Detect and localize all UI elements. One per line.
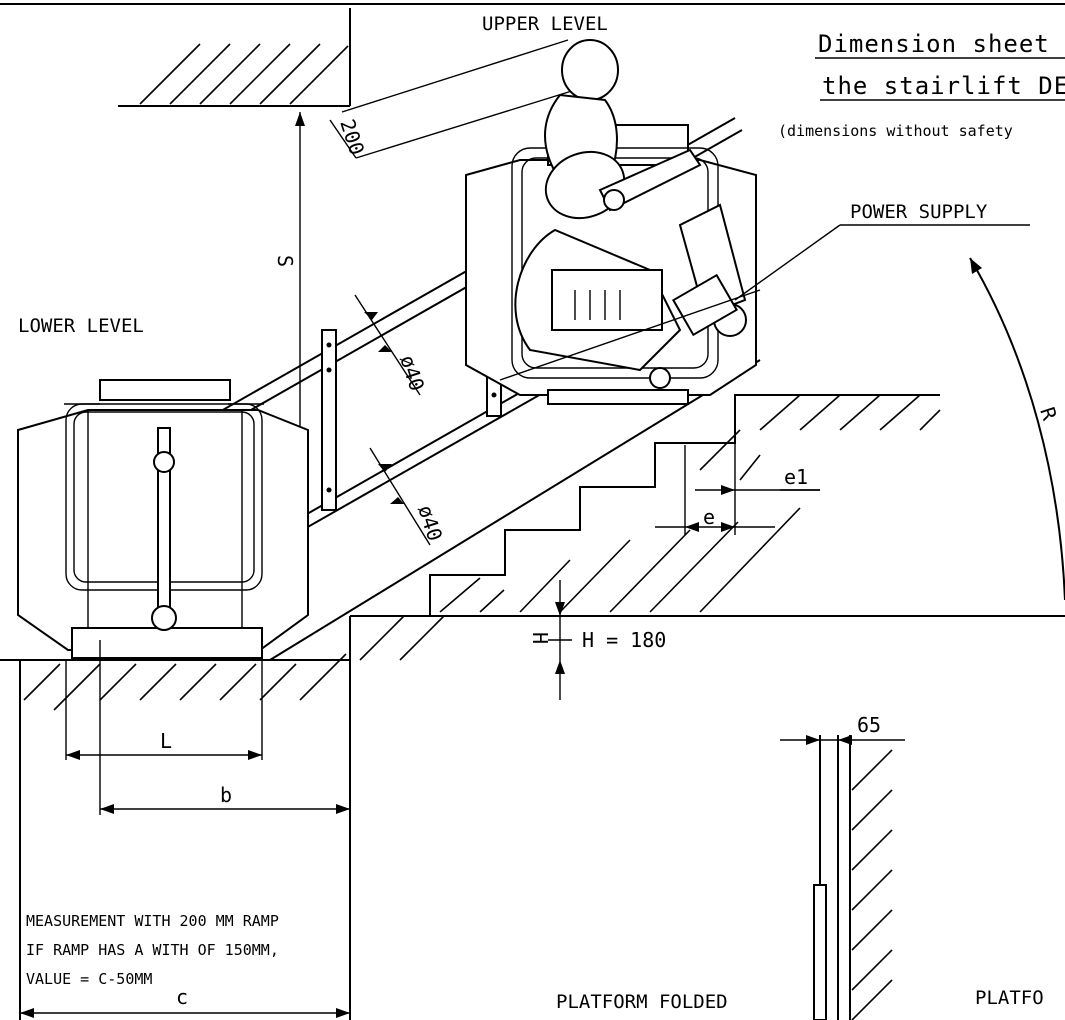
b-label: b <box>220 783 232 807</box>
e-label: e <box>703 505 715 529</box>
title-line-1: Dimension sheet <box>818 30 1050 58</box>
c-dimension <box>20 1008 350 1018</box>
rail-post-1 <box>321 329 337 511</box>
folded-platform-detail <box>780 735 905 1020</box>
s-label: S <box>273 255 297 267</box>
c-label: c <box>176 985 188 1009</box>
lift-lower <box>17 379 309 659</box>
platform-folded-label: PLATFORM FOLDED <box>556 991 728 1013</box>
h-dimension <box>548 580 572 700</box>
h-value-label: H = 180 <box>582 628 666 652</box>
upper-level-label: UPPER LEVEL <box>482 13 608 35</box>
note-line-3: VALUE = C-50MM <box>26 970 152 988</box>
l-dimension <box>65 660 263 760</box>
ceiling-slab <box>118 8 351 107</box>
power-supply-label: POWER SUPPLY <box>850 201 988 223</box>
clearance-label: 200 <box>335 116 369 158</box>
dia-upper-label: ø40 <box>395 352 429 394</box>
title-note: (dimensions without safety <box>778 122 1013 140</box>
radius-arc <box>969 257 1065 601</box>
note-line-2: IF RAMP HAS A WITH OF 150MM, <box>26 941 279 959</box>
b-dimension <box>99 640 350 815</box>
lift-upper <box>465 39 761 405</box>
power-supply-leader <box>734 224 1030 301</box>
note-line-1: MEASUREMENT WITH 200 MM RAMP <box>26 912 279 930</box>
dia-lower-label: ø40 <box>413 502 447 544</box>
dia-dimension-lower: ø40 <box>369 447 447 546</box>
e1-label: e1 <box>784 465 808 489</box>
title-line-2: the stairlift DEL <box>822 72 1065 100</box>
thickness-label: 65 <box>857 713 881 737</box>
h-symbol-label: H <box>528 632 552 644</box>
radius-label: R <box>1035 404 1062 424</box>
clearance-dimension: 200 <box>329 39 576 159</box>
lower-level-label: LOWER LEVEL <box>18 315 144 337</box>
platform-label-cut: PLATFO <box>975 987 1044 1009</box>
l-label: L <box>160 729 172 753</box>
